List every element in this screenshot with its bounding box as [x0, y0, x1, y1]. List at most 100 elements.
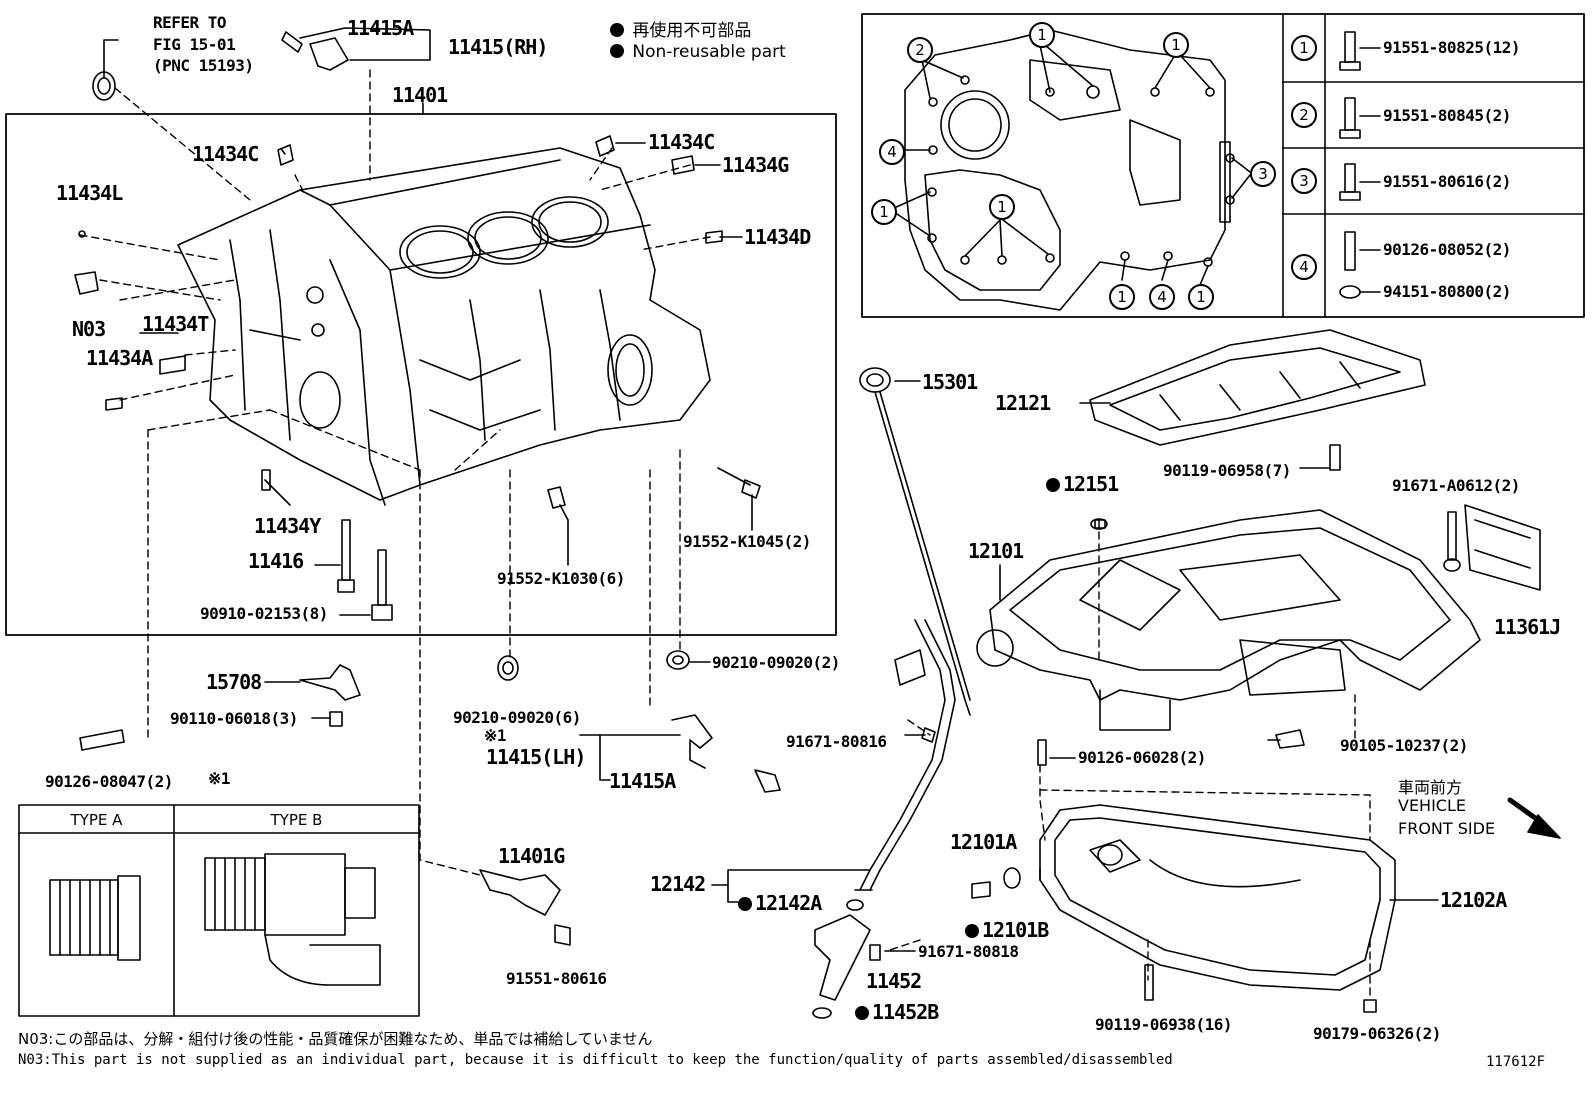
bolt-key-2: 2 — [1291, 102, 1317, 128]
part-90210-09020-2[interactable]: 90210-09020(2) — [712, 653, 840, 672]
type-b-header: TYPE B — [270, 811, 323, 829]
part-11361j[interactable]: 11361J — [1494, 615, 1561, 639]
inset-mark-1b: 1 — [1163, 32, 1189, 58]
part-91551-80616[interactable]: 91551-80616 — [506, 969, 607, 988]
bolt-part-3[interactable]: 91551-80616(2) — [1383, 172, 1511, 191]
part-12101a[interactable]: 12101A — [950, 830, 1017, 854]
small-parts — [74, 31, 781, 946]
inset-mark-1f: 1 — [1188, 284, 1214, 310]
note-mark-type: ※1 — [208, 769, 231, 788]
part-11434d[interactable]: 11434D — [744, 225, 811, 249]
part-90179-06326[interactable]: 90179-06326(2) — [1313, 1024, 1441, 1043]
legend-en-text: Non-reusable part — [632, 42, 786, 62]
part-11452[interactable]: 11452 — [866, 969, 922, 993]
part-90126-06028[interactable]: 90126-06028(2) — [1078, 748, 1206, 767]
type-a-header: TYPE A — [70, 811, 123, 829]
part-11434c-right[interactable]: 11434C — [648, 130, 715, 154]
note-en: N03:This part is not supplied as an indi… — [18, 1052, 1173, 1068]
part-90110-06018[interactable]: 90110-06018(3) — [170, 709, 298, 728]
part-11415lh[interactable]: 11415(LH) — [486, 745, 586, 769]
part-11415a-bottom[interactable]: 11415A — [609, 769, 676, 793]
inset-mark-1e: 1 — [1109, 284, 1135, 310]
part-12101b[interactable]: 12101B — [965, 918, 1049, 942]
part-91552-k1030[interactable]: 91552-K1030(6) — [497, 569, 625, 588]
bolt-part-1[interactable]: 91551-80825(12) — [1383, 38, 1521, 57]
dashed-leaders — [79, 69, 1371, 1001]
part-12121[interactable]: 12121 — [995, 391, 1051, 415]
note-mark-lh: ※1 — [484, 726, 507, 745]
part-91671-80816[interactable]: 91671-80816 — [786, 732, 887, 751]
legend-jp: 再使用不可部品 — [610, 16, 751, 41]
leader-lines — [103, 27, 1439, 952]
part-11452b-text: 11452B — [872, 1000, 939, 1024]
inset-mark-1c: 1 — [871, 199, 897, 225]
part-90119-06958[interactable]: 90119-06958(7) — [1163, 461, 1291, 480]
bolt-part-4a[interactable]: 90126-08052(2) — [1383, 240, 1511, 259]
legend-en: Non-reusable part — [610, 42, 786, 62]
non-reusable-dot-icon — [855, 1006, 869, 1020]
figure-id: 117612F — [1486, 1054, 1546, 1070]
inset-frame — [861, 13, 1585, 318]
part-11434a[interactable]: 11434A — [86, 346, 153, 370]
part-11452b[interactable]: 11452B — [855, 1000, 939, 1024]
bolt-key-1: 1 — [1291, 35, 1317, 61]
part-90119-06938[interactable]: 90119-06938(16) — [1095, 1015, 1233, 1034]
refer-line3: (PNC 15193) — [153, 56, 254, 75]
front-en1: VEHICLE — [1398, 796, 1466, 815]
part-11434g[interactable]: 11434G — [722, 153, 789, 177]
part-n03[interactable]: N03 — [72, 317, 106, 341]
part-11401[interactable]: 11401 — [392, 83, 448, 107]
inset-mark-4b: 4 — [1149, 284, 1175, 310]
part-11434c-left[interactable]: 11434C — [192, 142, 259, 166]
part-90126-08047[interactable]: 90126-08047(2) — [45, 772, 173, 791]
bolt-part-2[interactable]: 91551-80845(2) — [1383, 106, 1511, 125]
non-reusable-dot-icon — [738, 897, 752, 911]
part-11434t[interactable]: 11434T — [142, 312, 209, 336]
non-reusable-dot-icon — [610, 44, 624, 58]
part-12101[interactable]: 12101 — [968, 539, 1024, 563]
part-12101b-text: 12101B — [982, 918, 1049, 942]
part-91671-80818[interactable]: 91671-80818 — [918, 942, 1019, 961]
engine-block-frame — [5, 113, 837, 636]
part-12142a-text: 12142A — [755, 891, 822, 915]
part-11415a-top[interactable]: 11415A — [347, 16, 414, 40]
part-12142a[interactable]: 12142A — [738, 891, 822, 915]
inset-mark-4a: 4 — [879, 139, 905, 165]
part-12102a[interactable]: 12102A — [1440, 888, 1507, 912]
engine-block-drawing — [177, 147, 711, 506]
part-15708[interactable]: 15708 — [206, 670, 262, 694]
part-11401g[interactable]: 11401G — [498, 844, 565, 868]
inset-mark-2: 2 — [907, 37, 933, 63]
bolt-part-4b[interactable]: 94151-80800(2) — [1383, 282, 1511, 301]
part-12151-text: 12151 — [1063, 472, 1119, 496]
part-11416[interactable]: 11416 — [248, 549, 304, 573]
type-table — [18, 804, 420, 1017]
non-reusable-dot-icon — [965, 924, 979, 938]
front-en2: FRONT SIDE — [1398, 819, 1496, 838]
part-12142[interactable]: 12142 — [650, 872, 706, 896]
part-91671-a0612[interactable]: 91671-A0612(2) — [1392, 476, 1520, 495]
legend-jp-text: 再使用不可部品 — [632, 21, 752, 41]
part-90210-09020-6[interactable]: 90210-09020(6) — [453, 708, 581, 727]
part-11415rh[interactable]: 11415(RH) — [448, 35, 548, 59]
bolt-key-3: 3 — [1291, 168, 1317, 194]
part-90105-10237[interactable]: 90105-10237(2) — [1340, 736, 1468, 755]
part-11434y[interactable]: 11434Y — [254, 514, 321, 538]
part-12151[interactable]: 12151 — [1046, 472, 1119, 496]
part-15301[interactable]: 15301 — [922, 370, 978, 394]
inset-mark-1d: 1 — [989, 194, 1015, 220]
inset-mark-3: 3 — [1250, 161, 1276, 187]
part-11434l[interactable]: 11434L — [56, 181, 123, 205]
refer-line2: FIG 15-01 — [153, 35, 236, 54]
refer-line1: REFER TO — [153, 13, 227, 32]
part-90910-02153[interactable]: 90910-02153(8) — [200, 604, 328, 623]
bolt-key-4: 4 — [1291, 254, 1317, 280]
part-91552-k1045[interactable]: 91552-K1045(2) — [683, 532, 811, 551]
non-reusable-dot-icon — [1046, 478, 1060, 492]
inset-mark-1a: 1 — [1029, 22, 1055, 48]
note-jp: N03:この部品は、分解・組付け後の性能・品質確保が困難なため、単品では補給して… — [18, 1030, 653, 1048]
front-jp: 車両前方 — [1398, 778, 1463, 797]
non-reusable-dot-icon — [610, 23, 624, 37]
